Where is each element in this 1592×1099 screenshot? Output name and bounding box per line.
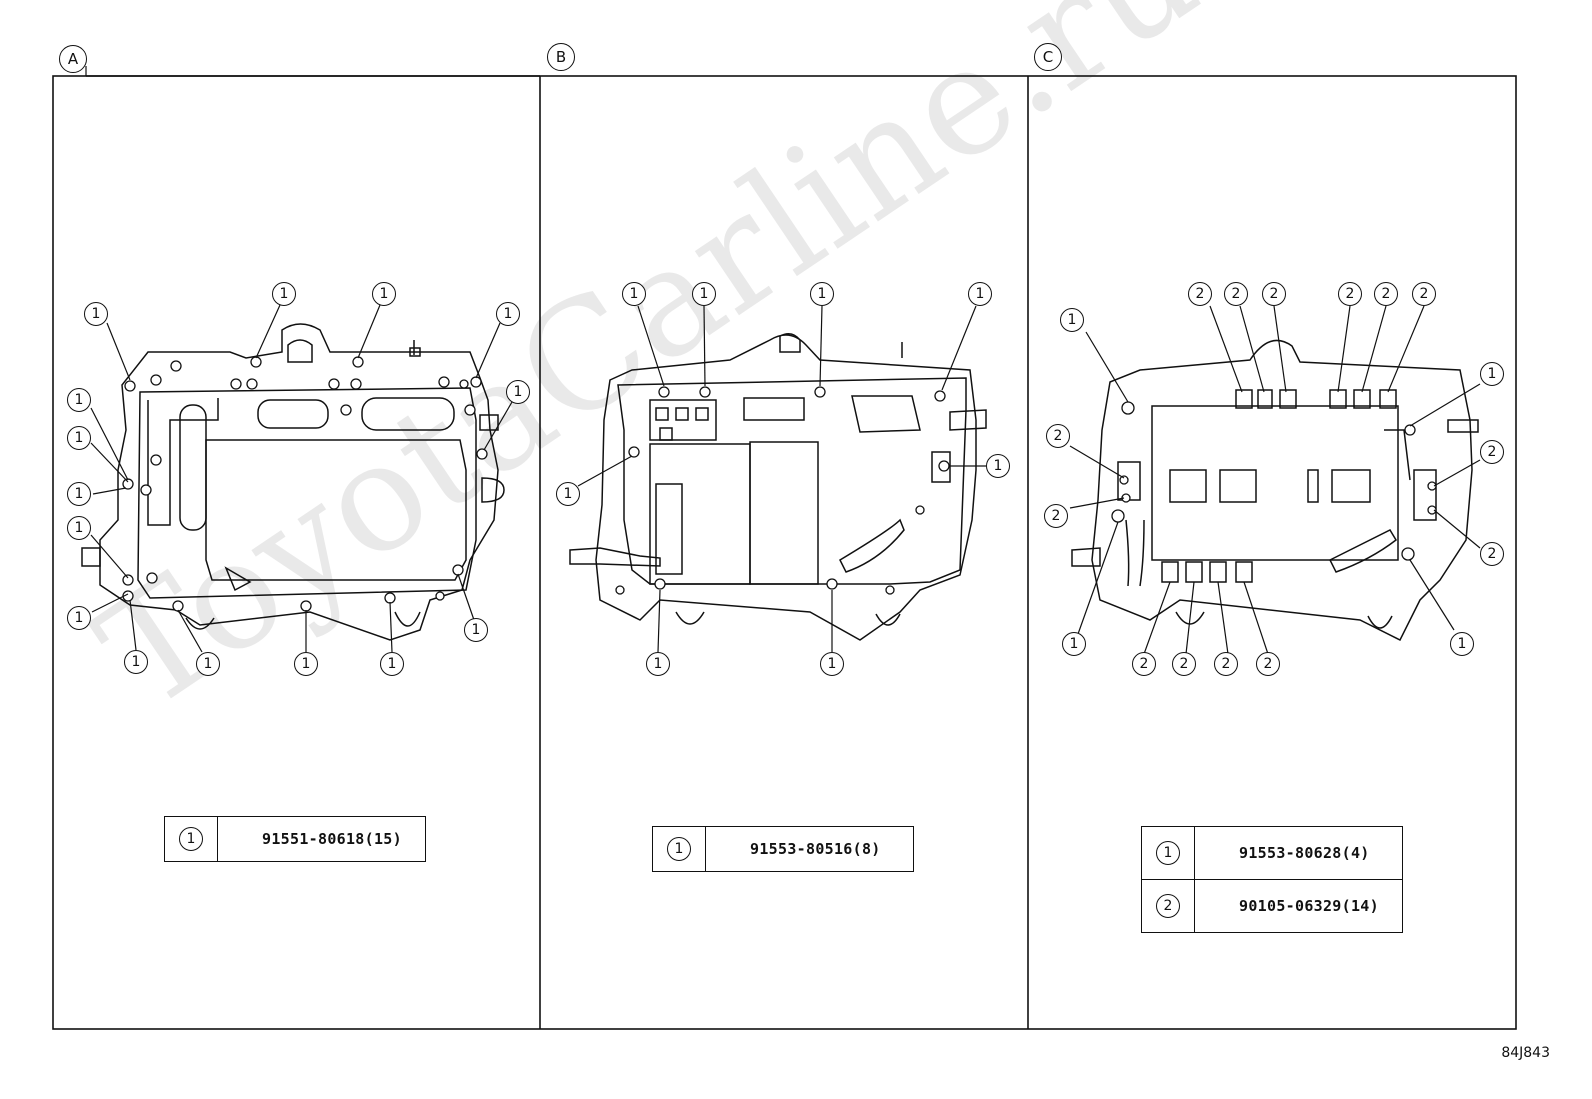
callout-marker: 1 <box>820 652 844 676</box>
callout-marker: 1 <box>622 282 646 306</box>
legend-key: 1 <box>653 827 706 871</box>
callout-marker: 1 <box>67 482 91 506</box>
part-number: 90105-06329(14) <box>1239 897 1379 915</box>
legend-row: 1 91551-80618(15) <box>165 817 425 861</box>
legend-key-marker: 1 <box>1156 841 1180 865</box>
callout-marker: 1 <box>372 282 396 306</box>
callout-marker: 2 <box>1044 504 1068 528</box>
callout-marker: 1 <box>496 302 520 326</box>
legend-key: 1 <box>1142 827 1195 879</box>
callout-marker: 1 <box>692 282 716 306</box>
leader-lines-c <box>1069 305 1481 655</box>
fastener-legend-c: 1 91553-80628(4) 2 90105-06329(14) <box>1141 826 1403 933</box>
panel-letter-c: C <box>1034 43 1062 71</box>
housing-drawing-a <box>81 323 505 641</box>
leader-lines-b <box>577 305 986 653</box>
bolt-holes-a <box>122 356 488 612</box>
legend-row: 1 91553-80628(4) <box>1142 827 1402 879</box>
callout-marker: 1 <box>196 652 220 676</box>
part-number: 91553-80516(8) <box>750 840 881 858</box>
callout-marker: 1 <box>1450 632 1474 656</box>
diagram-code: 84J843 <box>1501 1045 1550 1061</box>
callout-marker: 2 <box>1338 282 1362 306</box>
callout-marker: 2 <box>1480 542 1504 566</box>
callout-marker: 1 <box>84 302 108 326</box>
bolt-holes-c <box>1111 401 1437 561</box>
callout-marker: 2 <box>1188 282 1212 306</box>
callout-marker: 1 <box>556 482 580 506</box>
legend-key: 1 <box>165 817 218 861</box>
callout-marker: 1 <box>67 388 91 412</box>
callout-marker: 1 <box>124 650 148 674</box>
callout-marker: 2 <box>1132 652 1156 676</box>
callout-marker: 2 <box>1262 282 1286 306</box>
fastener-legend-a: 1 91551-80618(15) <box>164 816 426 862</box>
part-number: 91551-80618(15) <box>262 830 402 848</box>
housing-drawing-b <box>569 333 987 641</box>
callout-marker: 1 <box>506 380 530 404</box>
callout-marker: 1 <box>67 426 91 450</box>
callout-marker: 2 <box>1374 282 1398 306</box>
legend-key: 2 <box>1142 880 1195 932</box>
legend-row: 1 91553-80516(8) <box>653 827 913 871</box>
callout-marker: 2 <box>1224 282 1248 306</box>
bolt-icon <box>706 827 740 871</box>
callout-marker: 1 <box>1060 308 1084 332</box>
callout-marker: 1 <box>968 282 992 306</box>
callout-marker: 1 <box>1062 632 1086 656</box>
part-number: 91553-80628(4) <box>1239 844 1370 862</box>
bolt-icon <box>218 817 252 861</box>
bolt-holes-b <box>615 386 950 595</box>
callout-marker: 1 <box>294 652 318 676</box>
callout-marker: 2 <box>1480 440 1504 464</box>
legend-key-marker: 1 <box>667 837 691 861</box>
callout-marker: 1 <box>67 606 91 630</box>
bolt-icon <box>1195 827 1229 879</box>
fastener-legend-b: 1 91553-80516(8) <box>652 826 914 872</box>
callout-marker: 1 <box>646 652 670 676</box>
callout-marker: 1 <box>67 516 91 540</box>
callout-marker: 1 <box>380 652 404 676</box>
legend-key-marker: 2 <box>1156 894 1180 918</box>
callout-marker: 2 <box>1412 282 1436 306</box>
housing-drawing-c <box>1071 339 1479 642</box>
callout-marker: 2 <box>1214 652 1238 676</box>
callout-marker: 1 <box>810 282 834 306</box>
legend-row: 2 90105-06329(14) <box>1142 879 1402 932</box>
legend-key-marker: 1 <box>179 827 203 851</box>
callout-marker: 2 <box>1172 652 1196 676</box>
callout-marker: 1 <box>986 454 1010 478</box>
callout-marker: 2 <box>1046 424 1070 448</box>
panel-letter-a: A <box>59 45 87 73</box>
callout-marker: 1 <box>464 618 488 642</box>
bolt-icon <box>1195 880 1229 932</box>
leader-lines-a <box>90 304 513 653</box>
callout-marker: 1 <box>1480 362 1504 386</box>
panel-letter-b: B <box>547 43 575 71</box>
callout-marker: 2 <box>1256 652 1280 676</box>
callout-marker: 1 <box>272 282 296 306</box>
